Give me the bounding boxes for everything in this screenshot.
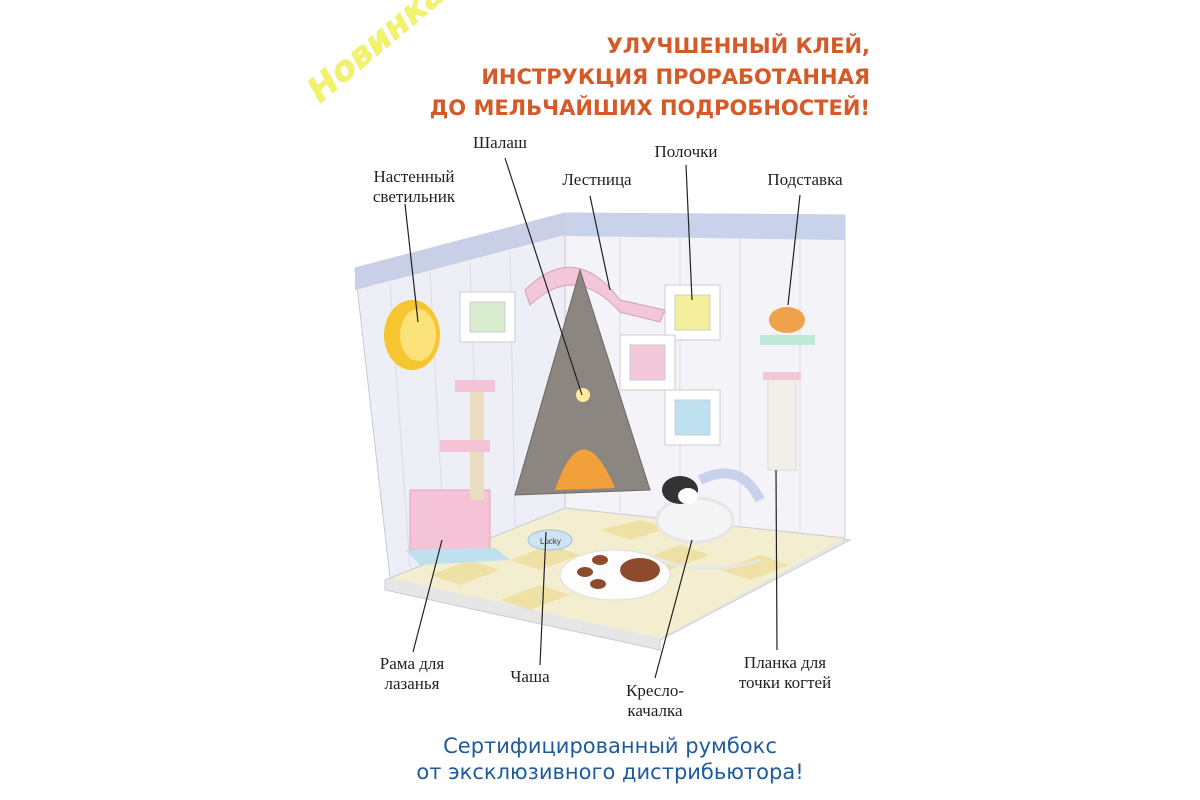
cat-figure [769, 307, 805, 333]
footer-line: Сертифицированный румбокс [443, 734, 777, 758]
wall-lamp [384, 300, 440, 370]
label-line: точки когтей [738, 673, 832, 692]
scratch-post [767, 377, 797, 471]
label-line: светильник [372, 187, 456, 206]
rocking-chair [649, 468, 765, 571]
label-line: лазанья [384, 674, 440, 693]
label-tent: Шалаш [473, 133, 527, 152]
label-line: Настенный [373, 167, 455, 186]
right-wall-trim [565, 213, 845, 240]
tent [514, 268, 651, 496]
promo-headline: УЛУЧШЕННЫЙ КЛЕЙ, ИНСТРУКЦИЯ ПРОРАБОТАННА… [430, 31, 870, 124]
tent-light [576, 388, 590, 402]
label-line: Рама для [379, 654, 445, 673]
label-line: Планка для [743, 653, 827, 672]
label-stand: Подставка [767, 170, 843, 189]
ladder [524, 266, 666, 323]
promo-line: ИНСТРУКЦИЯ ПРОРАБОТАННАЯ [481, 65, 870, 89]
bowl [527, 529, 573, 551]
label-bowl: Чаша [510, 667, 550, 686]
promo-line: УЛУЧШЕННЫЙ КЛЕЙ, [606, 34, 870, 58]
tent-opening [555, 449, 615, 490]
bowl-label: Lucky [540, 537, 561, 546]
label-rocking-chair: Кресло- качалка [626, 681, 684, 721]
footer-line: от эксклюзивного дистрибьютора! [416, 760, 804, 784]
label-scratch-post: Планка для точки когтей [739, 653, 831, 693]
promo-line: ДО МЕЛЬЧАЙШИХ ПОДРОБНОСТЕЙ! [429, 96, 870, 120]
left-wall-trim [355, 213, 565, 290]
wall-shelves [459, 284, 721, 446]
wall-stand [760, 335, 815, 345]
climbing-frame [405, 380, 510, 565]
paw-print [577, 555, 660, 589]
leader-lines [404, 157, 801, 679]
label-line: Кресло- [626, 681, 684, 700]
label-shelves: Полочки [654, 142, 718, 161]
scratch-post-cap [763, 372, 801, 380]
label-ladder: Лестница [562, 170, 632, 189]
footer-tagline: Сертифицированный румбокс от эксклюзивно… [0, 733, 1200, 785]
label-wall-lamp: Настенный светильник [373, 167, 455, 207]
label-climbing-frame: Рама для лазанья [380, 654, 444, 694]
cat-in-chair-patch [678, 488, 698, 504]
label-line: качалка [627, 701, 683, 720]
